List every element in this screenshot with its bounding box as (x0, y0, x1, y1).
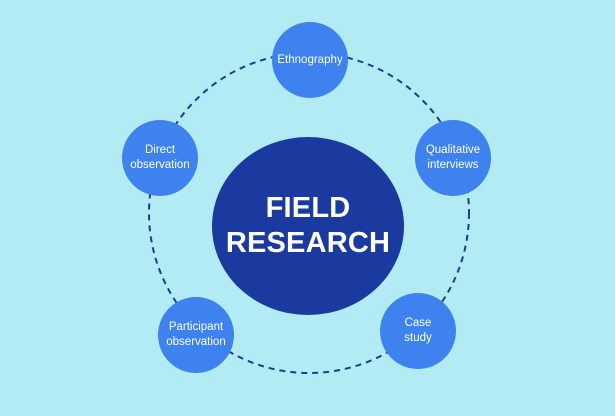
center-title-line-1: FIELD (265, 192, 351, 225)
center-title-line-2: RESEARCH (225, 227, 391, 259)
center-circle: FIELD RESEARCH (212, 137, 404, 315)
node-participant-observation: Participant observation (158, 297, 234, 373)
node-ethnography: Ethnography (272, 22, 348, 98)
node-direct-observation: Direct observation (122, 120, 198, 196)
node-qualitative-interviews: Qualitative interviews (415, 120, 491, 196)
node-case-study: Case study (380, 293, 456, 369)
